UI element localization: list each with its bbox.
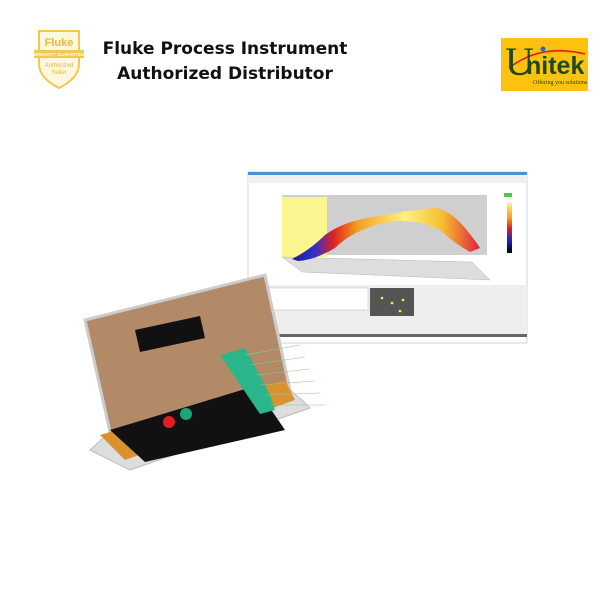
software-screenshot — [247, 171, 528, 344]
fluke-authorized-seller-badge: Fluke WARRANTY GUARANTEED Authorized Sel… — [34, 30, 84, 90]
start-button — [180, 408, 192, 420]
page-title: Fluke Process Instrument Authorized Dist… — [100, 37, 350, 87]
3d-surface-plot — [292, 208, 480, 261]
svg-text:Authorized: Authorized — [45, 63, 74, 69]
title-line-2: Authorized Distributor — [117, 64, 333, 84]
logo-name: nitek — [526, 52, 585, 80]
data-table — [259, 287, 369, 311]
title-line-1: Fluke Process Instrument — [102, 39, 348, 59]
swoosh-icon — [508, 46, 586, 69]
thermocouple-wires — [244, 344, 325, 406]
logo-initial: U — [505, 39, 534, 84]
thermal-profiler-device — [83, 273, 325, 471]
svg-text:WARRANTY GUARANTEED: WARRANTY GUARANTEED — [34, 52, 84, 57]
svg-text:Seller: Seller — [51, 70, 66, 76]
logo-tagline: Offering you solutions — [533, 80, 588, 86]
svg-text:Fluke: Fluke — [45, 37, 74, 49]
unitek-logo: U nitek Offering you solutions — [501, 38, 588, 91]
product-image — [83, 171, 528, 471]
color-scale-legend — [507, 203, 512, 253]
stop-button — [163, 416, 175, 428]
